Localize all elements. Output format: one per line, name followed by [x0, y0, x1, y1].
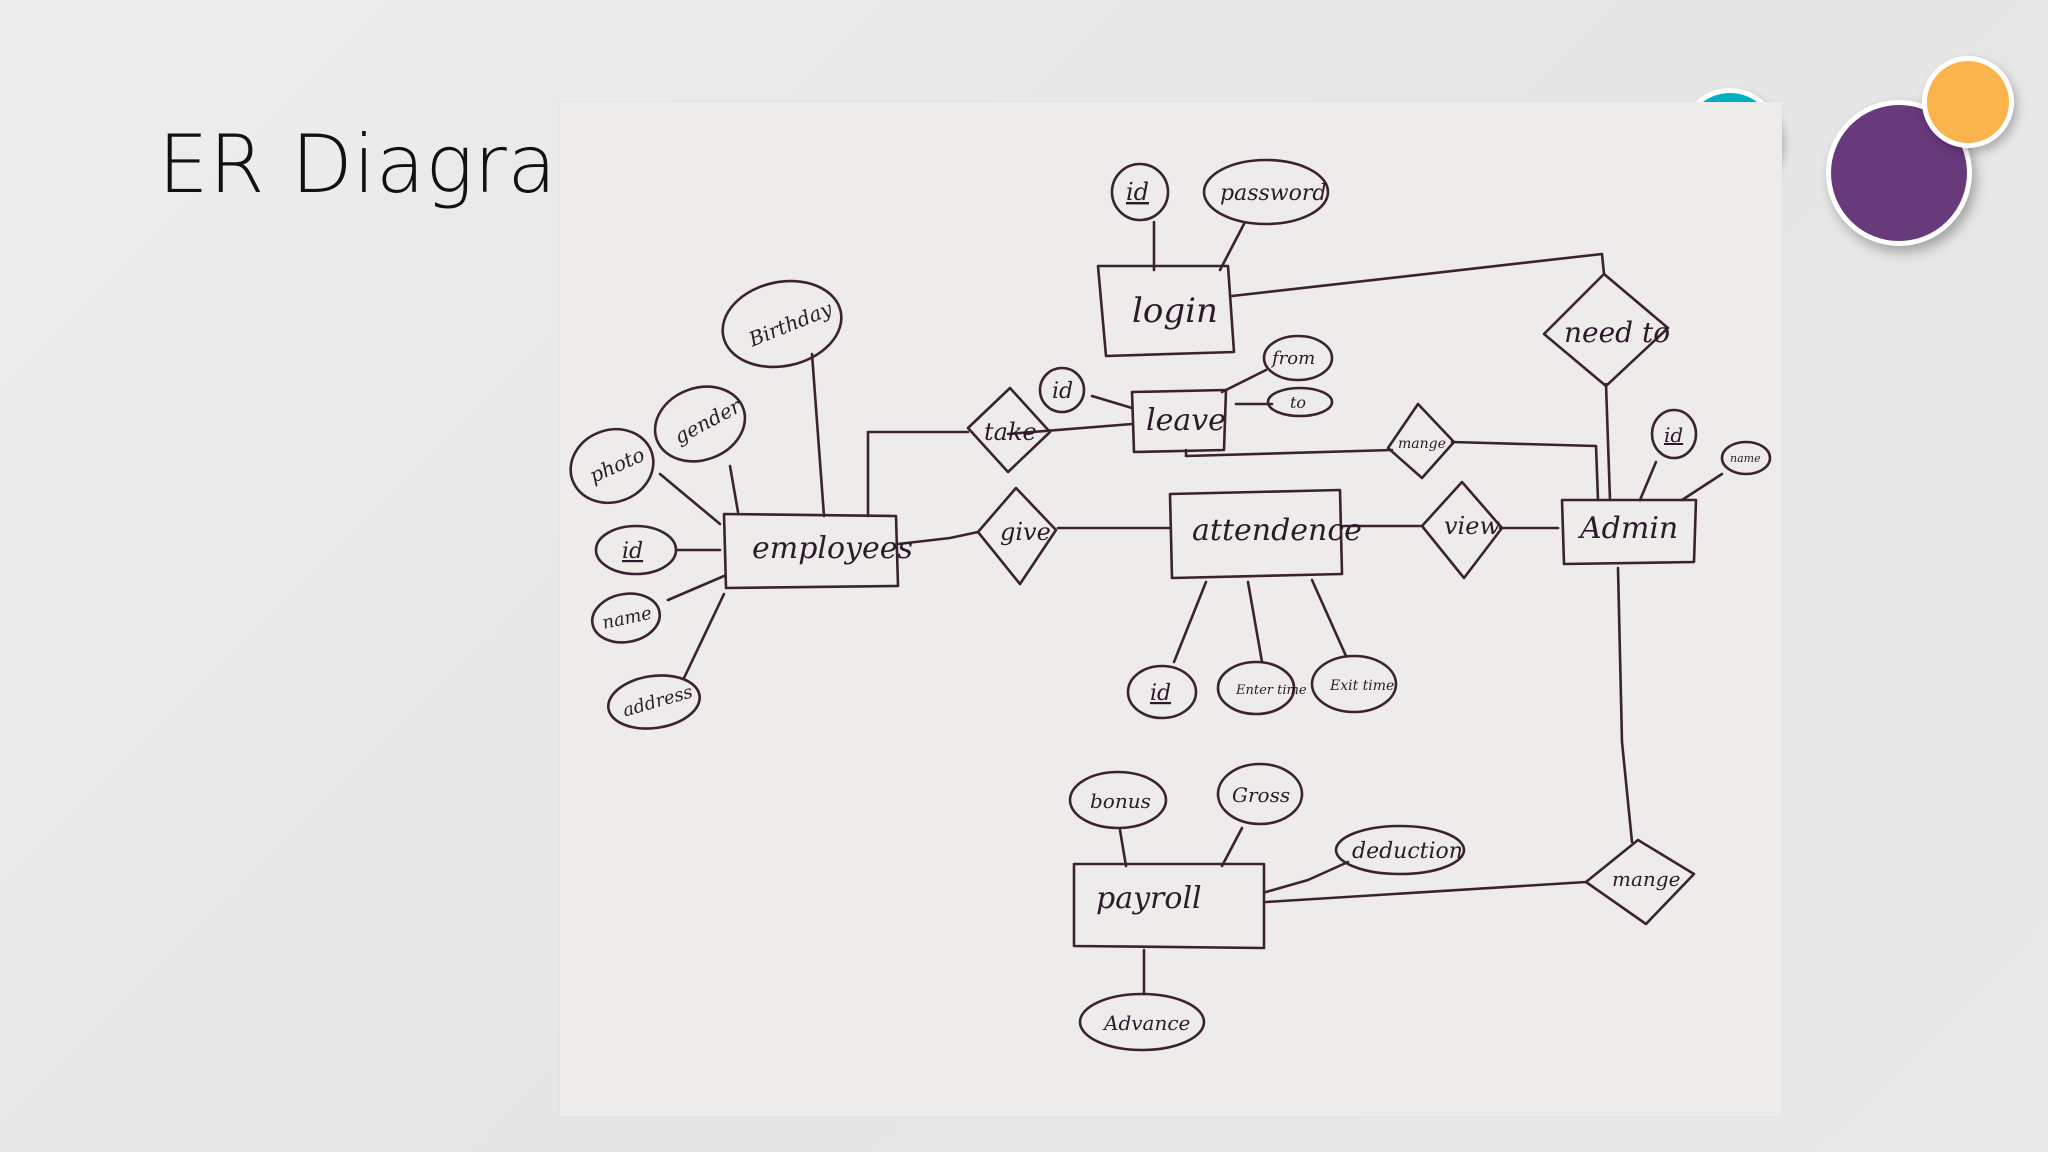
svg-text:password: password [1220, 181, 1326, 206]
relationship-give: give [976, 486, 1058, 586]
svg-text:from: from [1270, 348, 1315, 369]
attr-leave-id: id [1038, 366, 1086, 414]
er-diagram: login leave employees attendence Admin p… [569, 158, 1772, 1052]
svg-text:login: login [1132, 291, 1218, 331]
svg-text:Enter time: Enter time [1235, 683, 1307, 698]
svg-text:Advance: Advance [1102, 1011, 1190, 1035]
attr-emp-birthday: Birthday [721, 279, 843, 369]
attr-admin-id: id [1650, 408, 1698, 460]
attr-emp-id: id [594, 524, 678, 576]
svg-text:Exit time: Exit time [1329, 678, 1394, 694]
attr-emp-gender: gender [653, 385, 747, 463]
svg-text:address: address [620, 681, 695, 721]
svg-text:bonus: bonus [1090, 789, 1151, 813]
svg-text:need to: need to [1564, 316, 1670, 349]
svg-text:give: give [1000, 518, 1051, 546]
svg-text:payroll: payroll [1096, 881, 1202, 916]
attr-payroll-gross: Gross [1216, 762, 1304, 826]
entity-leave: leave [1130, 388, 1228, 454]
slide-title: ER Diagram [158, 118, 636, 211]
svg-text:deduction: deduction [1352, 839, 1463, 864]
svg-text:mange: mange [1612, 867, 1680, 891]
entity-admin: Admin [1560, 498, 1698, 566]
svg-text:to: to [1290, 393, 1306, 412]
svg-text:id: id [622, 539, 643, 564]
svg-text:Admin: Admin [1577, 511, 1678, 546]
orange-circle-decoration [1922, 56, 2014, 148]
entity-attendence: attendence [1168, 488, 1362, 580]
svg-text:view: view [1444, 512, 1500, 540]
relationship-mange-leave: mange [1386, 402, 1456, 480]
svg-text:take: take [984, 418, 1037, 446]
entity-employees: employees [722, 512, 913, 590]
attr-attendence-id: id [1126, 664, 1198, 720]
attr-emp-photo: photo [569, 427, 655, 505]
relationship-take: take [966, 386, 1052, 474]
attr-payroll-deduction: deduction [1334, 824, 1466, 876]
svg-text:id: id [1126, 178, 1149, 206]
svg-text:id: id [1150, 681, 1171, 706]
attr-leave-to: to [1266, 386, 1334, 418]
svg-text:id: id [1664, 423, 1683, 447]
svg-text:photo: photo [586, 442, 649, 487]
attr-payroll-bonus: bonus [1068, 770, 1168, 830]
relationship-mange-payroll: mange [1584, 838, 1696, 926]
attr-leave-from: from [1262, 334, 1334, 382]
attr-attendence-exit-time: Exit time [1310, 654, 1398, 714]
attr-emp-name: name [590, 592, 662, 644]
svg-text:Birthday: Birthday [744, 296, 836, 352]
svg-text:id: id [1052, 379, 1073, 404]
relationship-view: view [1420, 480, 1504, 580]
attr-emp-address: address [607, 674, 701, 730]
svg-text:Gross: Gross [1232, 783, 1290, 807]
attr-login-id: id [1110, 162, 1170, 222]
attr-attendence-enter-time: Enter time [1216, 660, 1307, 716]
attr-login-password: password [1202, 158, 1330, 226]
connector-lines [658, 220, 1724, 996]
svg-text:name: name [600, 603, 653, 634]
svg-text:mange: mange [1398, 436, 1446, 452]
svg-text:name: name [1730, 452, 1761, 465]
entity-login: login [1096, 264, 1236, 358]
svg-text:gender: gender [670, 393, 746, 449]
svg-text:leave: leave [1146, 403, 1226, 438]
svg-text:attendence: attendence [1192, 513, 1362, 548]
svg-text:employees: employees [752, 531, 913, 566]
attr-admin-name: name [1720, 440, 1772, 476]
er-diagram-photo: login leave employees attendence Admin p… [560, 102, 1782, 1116]
relationship-need-to: need to [1542, 272, 1670, 388]
entity-payroll: payroll [1072, 862, 1266, 950]
attr-payroll-advance: Advance [1078, 992, 1206, 1052]
